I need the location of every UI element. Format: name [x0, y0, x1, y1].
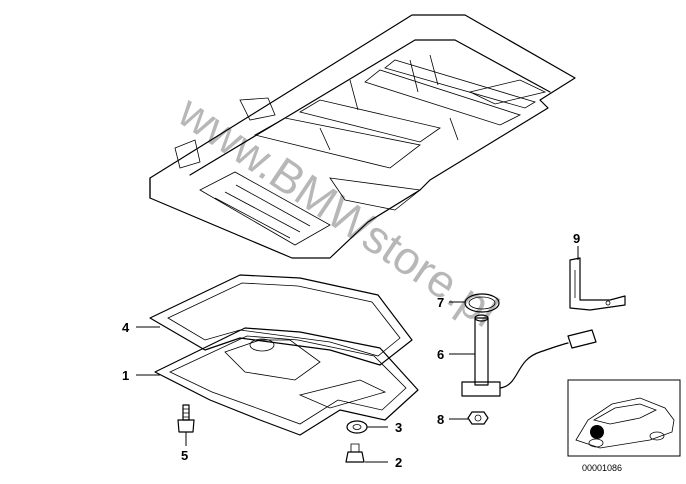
callout-5: 5 — [181, 448, 188, 463]
location-marker — [590, 425, 604, 439]
diagram-code: 00001086 — [582, 463, 622, 473]
hex-bolt — [177, 404, 195, 433]
callout-6: 6 — [437, 347, 444, 362]
callout-2: 2 — [395, 455, 402, 470]
seal-ring — [346, 420, 368, 434]
callout-1: 1 — [122, 368, 129, 383]
callout-9: 9 — [573, 231, 580, 246]
callout-4: 4 — [122, 320, 130, 335]
oil-pan-gasket — [149, 274, 413, 366]
mounting-bracket — [569, 257, 626, 311]
callout-8: 8 — [437, 412, 444, 427]
drain-plug — [345, 443, 365, 463]
oil-level-sensor — [461, 314, 597, 397]
lower-oil-pan — [154, 327, 419, 436]
o-ring — [464, 293, 500, 313]
callout-3: 3 — [395, 420, 402, 435]
vehicle-locator-inset — [567, 379, 681, 457]
upper-oil-pan — [149, 14, 576, 259]
watermark: www.BMWstore.pl — [169, 85, 508, 337]
hex-nut — [467, 411, 489, 425]
callout-7: 7 — [437, 295, 444, 310]
